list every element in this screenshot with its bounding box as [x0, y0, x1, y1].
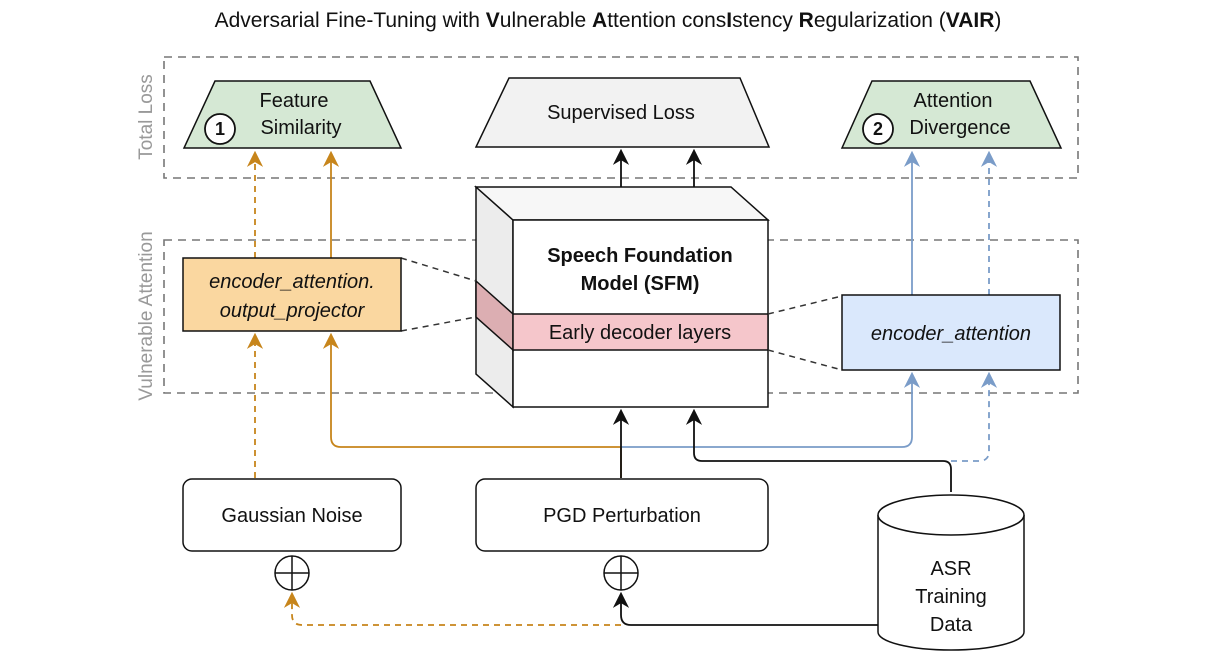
- pgd-perturbation-box: PGD Perturbation: [475, 478, 769, 552]
- title-part: ttention cons: [607, 9, 726, 32]
- connector-projector-top: [400, 257, 477, 282]
- connector-projector-bottom: [400, 316, 477, 332]
- asr-arrow-to-gaussian-add: [283, 591, 621, 626]
- output-projector-module: encoder_attention. output_projector: [182, 257, 402, 332]
- encoder-attention-label: encoder_attention: [871, 323, 1031, 345]
- title-part: R: [799, 9, 814, 32]
- supervised-loss-label: Supervised Loss: [547, 102, 695, 124]
- connector-encoder-top: [767, 295, 843, 315]
- vulnerable-attention-label: Vulnerable Attention: [136, 231, 157, 400]
- encoder-attention-module: encoder_attention: [841, 294, 1061, 371]
- similarity-label: Similarity: [260, 117, 341, 139]
- title-part: V: [486, 9, 500, 32]
- sfm-title-line1: Speech Foundation: [547, 245, 733, 267]
- asr-arrow-to-pgd-add: [612, 591, 878, 626]
- title-part: VAIR: [946, 9, 995, 32]
- pgd-perturbation-label: PGD Perturbation: [543, 505, 701, 527]
- gaussian-add-icon: [274, 555, 310, 591]
- attention-label: Attention: [914, 90, 993, 112]
- title-part: ulnerable: [500, 9, 592, 32]
- pgd-add-icon: [603, 555, 639, 591]
- number-2: 2: [873, 119, 883, 139]
- output-projector-line2: output_projector: [220, 300, 366, 322]
- asr-training-data-cylinder: ASR Training Data: [877, 494, 1025, 651]
- title-part: ): [994, 9, 1001, 32]
- number-1: 1: [215, 119, 225, 139]
- sfm-title-line2: Model (SFM): [581, 273, 700, 295]
- asr-line1: ASR: [930, 558, 971, 580]
- title-part: Adversarial Fine-Tuning with: [215, 9, 486, 32]
- total-loss-label: Total Loss: [136, 74, 157, 160]
- gaussian-noise-box: Gaussian Noise: [182, 478, 402, 552]
- divergence-label: Divergence: [909, 117, 1010, 139]
- asr-blue-dashed-arrow-to-encoder: [951, 371, 998, 462]
- pgd-orange-arrow-to-projector: [322, 332, 622, 478]
- supervised-loss: Supervised Loss: [474, 77, 771, 148]
- title-part: stency: [732, 9, 799, 32]
- number-2-badge: [862, 113, 894, 145]
- diagram-title: Adversarial Fine-Tuning with Vulnerable …: [215, 9, 1002, 32]
- gaussian-noise-label: Gaussian Noise: [221, 505, 362, 527]
- early-decoder-layers-band: [512, 313, 769, 351]
- early-decoder-layers-label: Early decoder layers: [549, 322, 731, 344]
- output-projector-line1: encoder_attention.: [209, 271, 375, 293]
- speech-foundation-model: Speech Foundation Model (SFM) Early deco…: [474, 185, 770, 409]
- asr-line3: Data: [930, 614, 973, 636]
- title-part: I: [726, 9, 732, 32]
- sfm-top-face: [474, 186, 770, 221]
- feature-similarity-loss: 1 Feature Similarity: [182, 80, 403, 149]
- connector-encoder-bottom: [767, 349, 843, 371]
- title-part: egularization (: [814, 9, 946, 32]
- pgd-blue-arrow-to-encoder: [621, 371, 921, 448]
- number-1-badge: [204, 113, 236, 145]
- asr-line2: Training: [915, 586, 987, 608]
- title-part: A: [592, 9, 607, 32]
- feature-label: Feature: [260, 90, 329, 112]
- attention-divergence-loss: 2 Attention Divergence: [840, 80, 1063, 149]
- asr-arrow-to-sfm: [685, 408, 952, 492]
